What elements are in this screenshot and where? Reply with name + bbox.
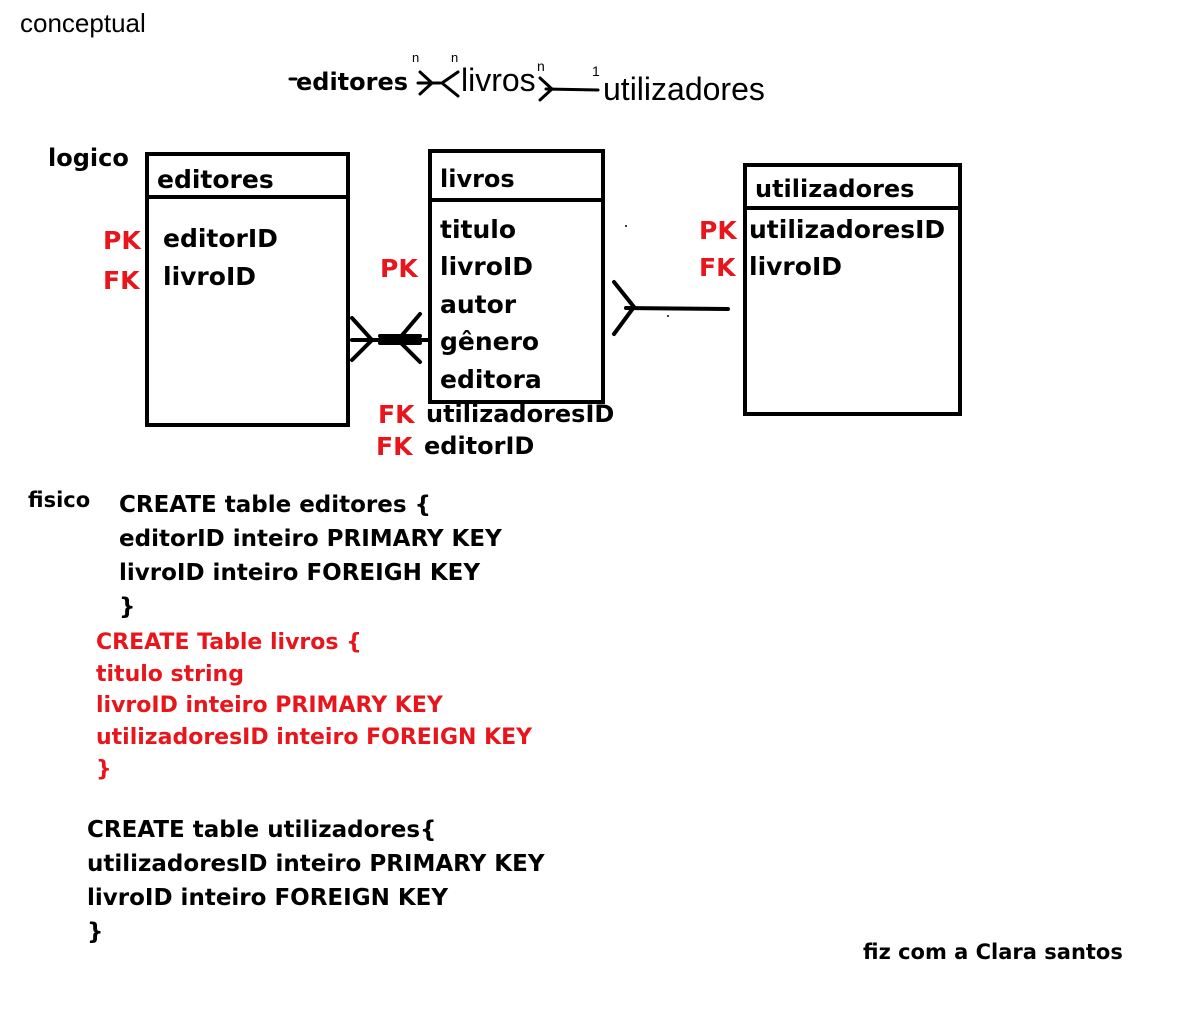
table-title: utilizadores: [747, 167, 958, 210]
sql-line: livroID inteiro FOREIGH KEY: [119, 560, 481, 586]
sql-line: }: [119, 594, 136, 620]
sql-line: }: [96, 757, 112, 782]
logical-relation-livros-utilizadores: [612, 280, 730, 336]
table-field: livroID: [749, 252, 842, 281]
sql-line: CREATE Table livros {: [96, 630, 362, 655]
cardinality-label: n: [451, 50, 459, 65]
credit-text: fiz com a Clara santos: [863, 940, 1123, 964]
conceptual-entity-utilizadores: utilizadores: [603, 71, 765, 107]
sql-line: editorID inteiro PRIMARY KEY: [119, 526, 502, 552]
conceptual-entity-livros: livros: [461, 62, 536, 98]
cardinality-label: n: [537, 58, 545, 74]
table-field: utilizadoresID: [749, 215, 946, 244]
pk-label: PK: [380, 254, 418, 283]
fk-label: FK: [376, 432, 413, 461]
fk-label: FK: [103, 266, 140, 295]
cardinality-label: 1: [592, 63, 600, 79]
conceptual-relation-livros-utilizadores: [538, 76, 600, 102]
table-livros: livros: [428, 149, 605, 404]
table-field: editorID: [424, 432, 535, 460]
sql-line: utilizadoresID inteiro FOREIGN KEY: [96, 725, 533, 750]
sql-line: livroID inteiro FOREIGN KEY: [87, 885, 449, 911]
conceptual-relation-editores-livros: [288, 70, 460, 98]
table-field: editorID: [163, 224, 278, 253]
fk-label: FK: [378, 400, 415, 429]
sql-line: }: [87, 919, 104, 945]
table-utilizadores: utilizadores: [743, 163, 962, 416]
cardinality-label: n: [412, 50, 420, 65]
pk-label: PK: [699, 216, 737, 245]
table-field: livroID: [440, 252, 533, 281]
table-title: livros: [432, 153, 601, 202]
section-title-conceptual: conceptual: [20, 8, 146, 38]
pk-label: PK: [103, 226, 141, 255]
table-field: editora: [440, 365, 542, 394]
sql-line: CREATE table utilizadores{: [87, 817, 437, 843]
conceptual-entity-editores: editores: [296, 68, 409, 96]
table-field: livroID: [163, 262, 256, 291]
sql-line: livroID inteiro PRIMARY KEY: [96, 693, 443, 718]
logical-relation-editores-livros: [350, 312, 430, 364]
table-field: utilizadoresID: [426, 400, 615, 428]
sql-line: utilizadoresID inteiro PRIMARY KEY: [87, 851, 545, 877]
sql-line: CREATE table editores {: [119, 492, 431, 518]
sql-line: titulo string: [96, 662, 244, 687]
table-field: titulo: [440, 215, 517, 244]
table-field: autor: [440, 290, 517, 319]
section-title-fisico: fisico: [28, 488, 91, 512]
table-field: gênero: [440, 327, 540, 356]
table-editores: editores: [145, 152, 350, 427]
table-title: editores: [149, 156, 346, 199]
fk-label: FK: [699, 253, 736, 282]
section-title-logico: logico: [48, 144, 129, 172]
